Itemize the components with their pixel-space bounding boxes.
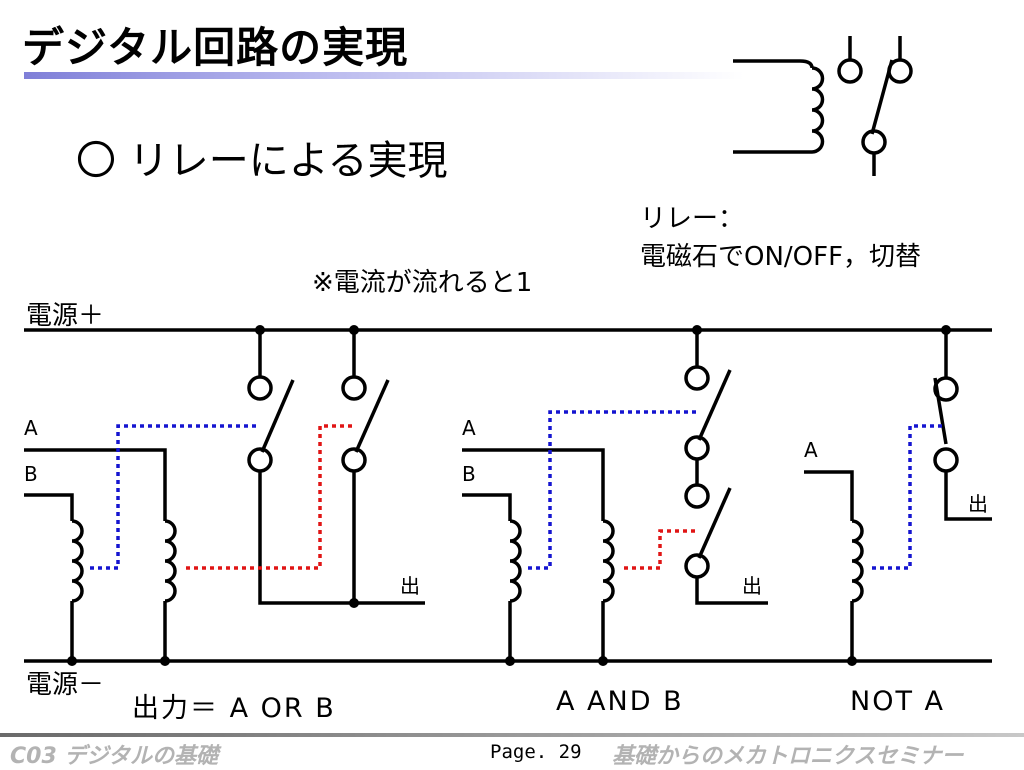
or-circuit [24,330,425,661]
power-plus-label: 電源＋ [26,301,105,331]
not-input-a-label: A [804,438,818,462]
title-underline [24,72,744,79]
page-title: デジタル回路の実現 [22,23,409,72]
current-note: ※電流が流れると1 [312,268,533,298]
not-caption: NOT A [850,686,945,717]
not-output-label: 出 [968,492,988,516]
or-input-a-label: A [24,416,38,440]
and-circuit [462,330,768,661]
and-output-label: 出 [742,574,762,598]
footer-chapter: C03 デジタルの基礎 [10,744,218,769]
or-output-label: 出 [400,574,420,598]
not-circuit [804,330,992,661]
relay-description: リレー： 電磁石でON/OFF，切替 [640,200,921,276]
or-input-b-label: B [24,462,38,486]
and-input-b-label: B [462,462,476,486]
and-caption: A AND B [556,686,684,717]
subtitle: 〇 リレーによる実現 [76,138,448,184]
footer-page-number: Page. 29 [490,741,582,763]
or-caption: 出力＝ A OR B [132,693,336,724]
power-minus-label: 電源－ [26,670,105,700]
relay-description-line1: リレー： [640,204,745,234]
relay-description-line2: 電磁石でON/OFF，切替 [640,242,922,272]
footer-seminar-title: 基礎からのメカトロニクスセミナー [612,744,964,769]
relay-symbol [733,36,913,176]
footer-divider [0,733,1024,737]
junction-dots [67,325,951,666]
and-input-a-label: A [462,416,476,440]
